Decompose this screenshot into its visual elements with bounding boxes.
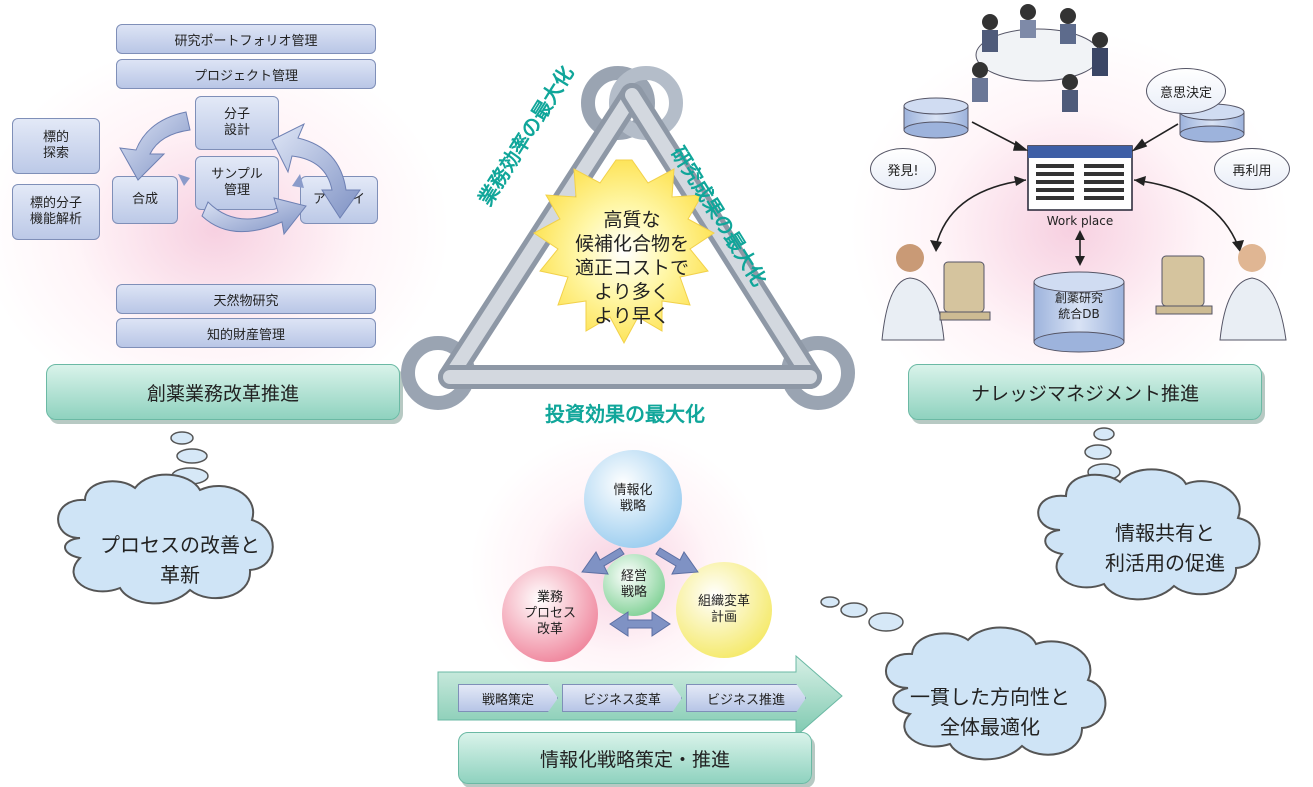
bottom-banner: 情報化戦略策定・推進 bbox=[458, 732, 812, 784]
integrated-db-icon bbox=[1033, 271, 1125, 353]
triangle-label-bottom: 投資効果の最大化 bbox=[545, 402, 705, 426]
worker-right-icon bbox=[1155, 244, 1287, 341]
star-text: 高質な 候補化合物を 適正コストで より多く より早く bbox=[574, 209, 689, 327]
workplace-screen-icon bbox=[1027, 145, 1133, 211]
database-left-icon bbox=[903, 97, 969, 139]
pill-research-portfolio: 研究ポートフォリオ管理 bbox=[116, 24, 376, 54]
step-business-promotion: ビジネス推進 bbox=[686, 684, 806, 712]
cycle-molecule-design: 分子 設計 bbox=[195, 96, 279, 150]
cycle-arrow-topright bbox=[271, 122, 361, 219]
strategy-arrows bbox=[581, 547, 699, 637]
box-target-analysis: 標的分子 機能解析 bbox=[12, 184, 100, 240]
left-cloud-text: プロセスの改善と 革新 bbox=[100, 533, 260, 587]
step-business-change: ビジネス変革 bbox=[562, 684, 682, 712]
right-cloud bbox=[1037, 427, 1261, 601]
pill-natural-products: 天然物研究 bbox=[116, 284, 376, 314]
cycle-arrow-small-right bbox=[292, 174, 304, 188]
pill-ip-management: 知的財産管理 bbox=[116, 318, 376, 348]
center-triangle bbox=[401, 66, 855, 410]
database-right-icon bbox=[1179, 103, 1245, 143]
workplace-label: Work place bbox=[1046, 214, 1114, 228]
right-cloud-text: 情報共有と 利活用の促進 bbox=[1105, 521, 1225, 575]
cycle-arrow-small-left bbox=[178, 174, 190, 186]
bottom-cloud-text: 一貫した方向性と 全体最適化 bbox=[910, 685, 1070, 739]
pill-project-management: プロジェクト管理 bbox=[116, 59, 376, 89]
circle-process-reform: 業務 プロセス 改革 bbox=[502, 566, 598, 662]
bubble-reuse: 再利用 bbox=[1214, 148, 1290, 190]
bubble-decision: 意思決定 bbox=[1146, 68, 1226, 114]
cycle-arrow-bottom bbox=[201, 197, 307, 236]
circle-management-strategy: 経営 戦略 bbox=[603, 554, 665, 616]
meeting-people-icon bbox=[972, 4, 1108, 112]
quality-star bbox=[533, 159, 715, 345]
left-banner: 創薬業務改革推進 bbox=[46, 364, 400, 420]
cycle-sample-management: サンプル 管理 bbox=[195, 156, 279, 210]
cycle-arrow-topleft bbox=[119, 111, 191, 181]
bubble-discovery: 発見! bbox=[870, 148, 936, 190]
left-cloud bbox=[57, 431, 274, 605]
right-banner: ナレッジマネジメント推進 bbox=[908, 364, 1262, 420]
worker-left-icon bbox=[881, 244, 991, 341]
box-target-search: 標的 探索 bbox=[12, 118, 100, 174]
step-strategy: 戦略策定 bbox=[458, 684, 558, 712]
knowledge-diagram bbox=[881, 4, 1287, 353]
circle-org-change: 組織変革 計画 bbox=[676, 562, 772, 658]
cycle-synthesis: 合成 bbox=[112, 176, 178, 224]
circle-it-strategy: 情報化 戦略 bbox=[584, 450, 682, 548]
bottom-cloud bbox=[820, 596, 1107, 761]
cycle-arrows bbox=[119, 111, 361, 236]
integrated-db-label: 創薬研究 統合DB bbox=[1054, 291, 1103, 321]
